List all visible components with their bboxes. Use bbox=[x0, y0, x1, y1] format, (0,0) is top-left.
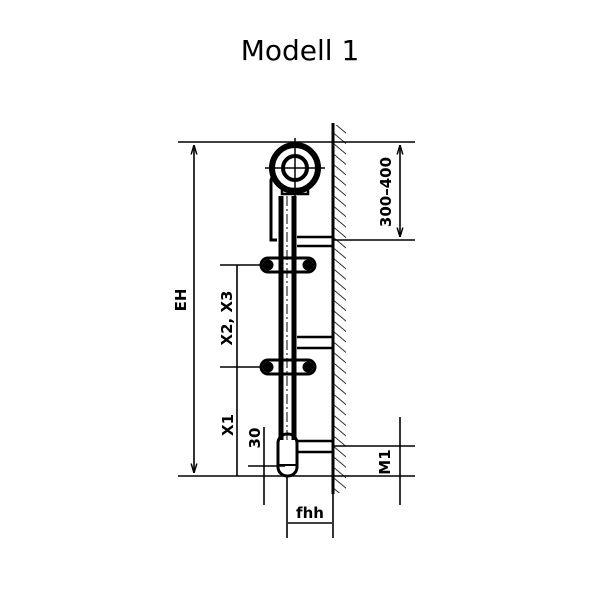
dimension-lines bbox=[178, 141, 415, 538]
wall bbox=[331, 123, 346, 494]
label-x2-x3: X2, X3 bbox=[218, 291, 236, 346]
label-fhh: fhh bbox=[296, 504, 324, 522]
label-30: 30 bbox=[246, 428, 264, 449]
label-eh: EH bbox=[172, 289, 190, 312]
title: Modell 1 bbox=[241, 34, 360, 67]
label-300-400: 300–400 bbox=[377, 157, 395, 227]
radiator bbox=[259, 138, 333, 478]
clamp-upper bbox=[259, 256, 317, 274]
clamp-lower bbox=[259, 358, 317, 376]
label-x1: X1 bbox=[219, 414, 237, 436]
label-m1: M1 bbox=[376, 449, 394, 474]
